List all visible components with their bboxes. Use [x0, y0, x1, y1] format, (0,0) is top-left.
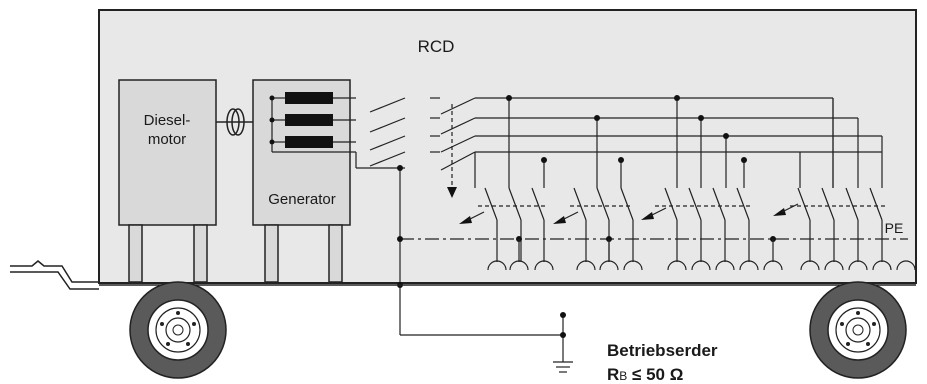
generator-label: Generator: [268, 191, 336, 208]
bus-taps: [508, 98, 834, 188]
earth-electrode-title: Betriebserder: [607, 341, 718, 360]
diesel-motor: Diesel- motor: [118, 79, 217, 283]
bus-junction-dots: [506, 95, 747, 163]
diesel-label-1: Diesel-: [144, 112, 191, 129]
socket-outlets: [487, 260, 916, 271]
generator-winding-1: [285, 92, 333, 104]
rb-symbol: R: [607, 365, 619, 384]
right-wheel: [809, 281, 907, 379]
pe-label: PE: [885, 220, 904, 236]
pe-conductor: [399, 168, 908, 373]
generator-winding-3: [285, 136, 333, 148]
trip-arrow-shafts: [467, 203, 799, 221]
generator-output-lines: [333, 97, 405, 169]
trailer-drawbar: [10, 260, 99, 290]
left-wheel: [129, 281, 227, 379]
generator-winding-2: [285, 114, 333, 126]
diesel-label-2: motor: [148, 131, 186, 148]
rcd-label: RCD: [418, 37, 455, 56]
generator: Generator: [252, 79, 357, 283]
rcd-trip-arrow: [447, 187, 457, 198]
rb-relation: ≤ 50 Ω: [627, 365, 683, 384]
trip-arrows: [459, 208, 786, 224]
pe-taps: [518, 239, 774, 262]
rcd-switch: [369, 97, 476, 190]
earth-resistance-label: RB ≤ 50 Ω: [607, 365, 683, 384]
trailer-body: [98, 9, 917, 284]
rb-subscript: B: [619, 369, 627, 383]
coupling-shaft: [216, 108, 253, 136]
pe-junction-dots: [397, 165, 776, 338]
